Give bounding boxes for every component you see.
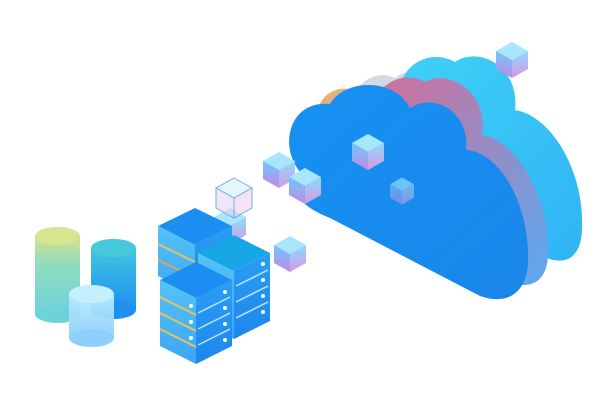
cylinder-light	[69, 285, 114, 347]
database-cylinder-icon	[35, 227, 136, 347]
data-cube-icon	[214, 42, 528, 272]
server-front-left	[159, 262, 232, 364]
server-rack-icon	[157, 208, 270, 364]
cloud-icon	[289, 56, 583, 300]
